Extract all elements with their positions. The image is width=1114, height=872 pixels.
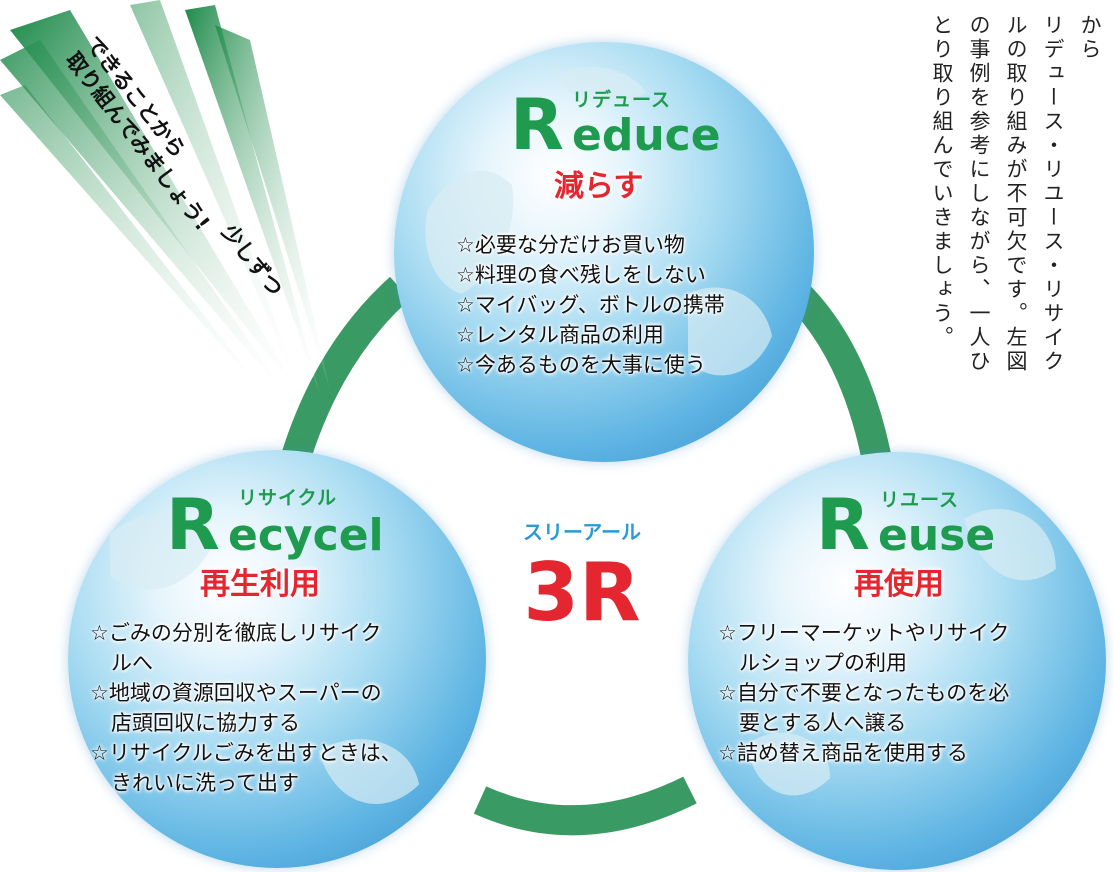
list-item: ☆詰め替え商品を使用する xyxy=(718,741,968,765)
burst-lines xyxy=(0,0,330,400)
intro-col-5: とり取り組んでいきましょう。 xyxy=(930,14,954,350)
intro-col-1: から xyxy=(1078,14,1102,62)
list-item: ☆自分で不要となったものを必 xyxy=(718,681,1010,705)
burst-ray-3 xyxy=(185,5,320,395)
intro-col-3: ルの取り組みが不可欠です。左図 xyxy=(1004,14,1028,374)
list-item: ☆料理の食べ残しをしない xyxy=(456,263,706,287)
list-item: ☆ごみの分別を徹底しリサイク xyxy=(90,621,382,645)
reduce-R: R xyxy=(510,84,564,166)
burst-ray-4 xyxy=(215,25,330,390)
center-3r-title: 3R xyxy=(523,546,641,639)
list-item: ☆地域の資源回収やスーパーの xyxy=(90,681,382,705)
intro-col-2: リデュース・リユース・リサイク xyxy=(1041,14,1065,374)
list-item: ☆リサイクルごみを出すときは、 xyxy=(90,741,402,765)
arc-bottom xyxy=(473,776,697,836)
reduce-globe xyxy=(394,42,814,462)
burst-ray-2 xyxy=(0,40,290,400)
reuse-globe-land xyxy=(746,509,1056,796)
reuse-item-list: ☆フリーマーケットやリサイク ルショップの利用 ☆自分で不要となったものを必 要… xyxy=(718,618,1009,768)
list-item: ☆今あるものを大事に使う xyxy=(456,353,706,377)
intro-col-4: の事例を参考にしながら、一人ひ xyxy=(967,14,991,374)
reuse-kana: リユース xyxy=(880,489,960,511)
recycle-kana: リサイクル xyxy=(238,487,338,509)
intro-vertical-text: から リデュース・リユース・リサイク ルの取り組みが不可欠です。左図 の事例を参… xyxy=(923,14,1108,414)
list-item: ルへ xyxy=(90,651,153,675)
reduce-globe-land xyxy=(425,66,772,376)
reuse-R: R xyxy=(816,484,870,566)
recycle-meaning: 再生利用 xyxy=(200,567,320,602)
list-item: ☆マイバッグ、ボトルの携帯 xyxy=(456,293,725,317)
reduce-kana: リデュース xyxy=(572,89,672,111)
recycle-globe-land xyxy=(109,512,420,804)
reduce-item-list: ☆必要な分だけお買い物 ☆料理の食べ残しをしない ☆マイバッグ、ボトルの携帯 ☆… xyxy=(456,230,725,380)
arc-left xyxy=(277,276,411,475)
burst-ray-6 xyxy=(130,0,300,390)
reduce-word: educe xyxy=(572,110,721,161)
reduce-meaning: 減らす xyxy=(554,169,644,204)
recycle-word: ecycel xyxy=(228,510,384,561)
list-item: ☆フリーマーケットやリサイク xyxy=(718,621,1010,645)
recycle-item-list: ☆ごみの分別を徹底しリサイク ルへ ☆地域の資源回収やスーパーの 店頭回収に協力… xyxy=(90,618,402,798)
reuse-word: euse xyxy=(878,510,996,561)
list-item: ☆必要な分だけお買い物 xyxy=(456,233,685,257)
reuse-meaning: 再使用 xyxy=(854,567,944,602)
center-kana: スリーアール xyxy=(523,520,641,544)
list-item: 要とする人へ譲る xyxy=(718,711,907,735)
recycle-R: R xyxy=(166,484,220,566)
recycle-globe xyxy=(68,450,486,868)
burst-ray-5 xyxy=(0,85,270,400)
list-item: きれいに洗って出す xyxy=(90,771,299,795)
reuse-globe xyxy=(688,452,1106,870)
list-item: 店頭回収に協力する xyxy=(90,711,300,735)
list-item: ☆レンタル商品の利用 xyxy=(456,323,664,347)
list-item: ルショップの利用 xyxy=(718,651,907,675)
